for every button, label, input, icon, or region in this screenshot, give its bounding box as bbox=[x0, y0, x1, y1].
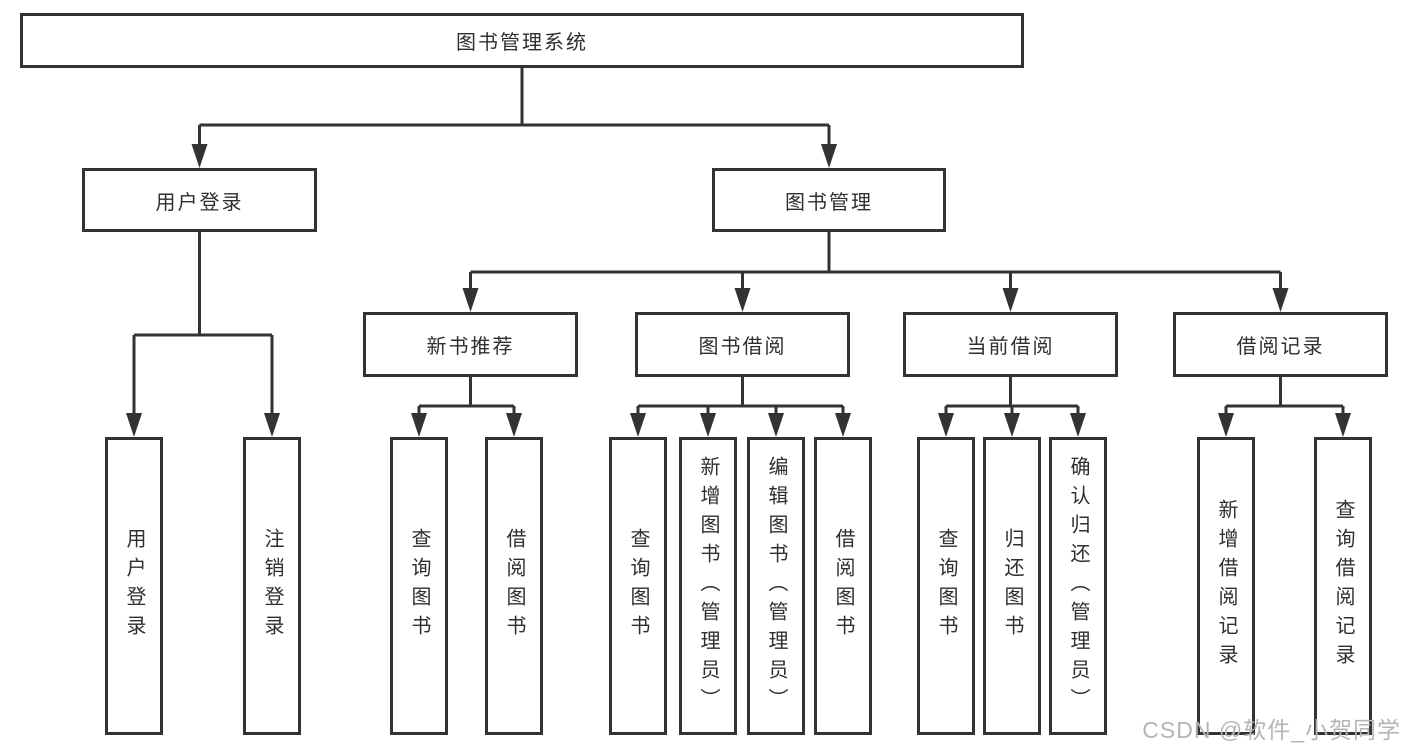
node-br-add-record: 新增借阅记录 bbox=[1197, 437, 1255, 735]
node-bb-query-books: 查询图书 bbox=[609, 437, 667, 735]
node-cb-query-books: 查询图书 bbox=[917, 437, 975, 735]
node-rec-borrow-books: 借阅图书 bbox=[485, 437, 543, 735]
arrowheads bbox=[126, 144, 1351, 437]
node-bb-edit-books-admin: 编辑图书（管理员） bbox=[747, 437, 805, 735]
node-bb-add-books-admin: 新增图书（管理员） bbox=[679, 437, 737, 735]
node-br-query-record: 查询借阅记录 bbox=[1314, 437, 1372, 735]
node-current-borrowing: 当前借阅 bbox=[903, 312, 1118, 377]
node-leaf-logout: 注销登录 bbox=[243, 437, 301, 735]
node-borrowing-records: 借阅记录 bbox=[1173, 312, 1388, 377]
node-book-borrowing: 图书借阅 bbox=[635, 312, 850, 377]
node-root: 图书管理系统 bbox=[20, 13, 1024, 68]
node-rec-query-books: 查询图书 bbox=[390, 437, 448, 735]
node-bb-borrow-books: 借阅图书 bbox=[814, 437, 872, 735]
node-book-management: 图书管理 bbox=[712, 168, 946, 232]
node-leaf-user-login: 用户登录 bbox=[105, 437, 163, 735]
node-new-book-recommendation: 新书推荐 bbox=[363, 312, 578, 377]
node-cb-return-books: 归还图书 bbox=[983, 437, 1041, 735]
node-user-login: 用户登录 bbox=[82, 168, 317, 232]
csdn-watermark: CSDN @软件_小贺同学 bbox=[1142, 717, 1401, 743]
node-cb-confirm-return-admin: 确认归还（管理员） bbox=[1049, 437, 1107, 735]
